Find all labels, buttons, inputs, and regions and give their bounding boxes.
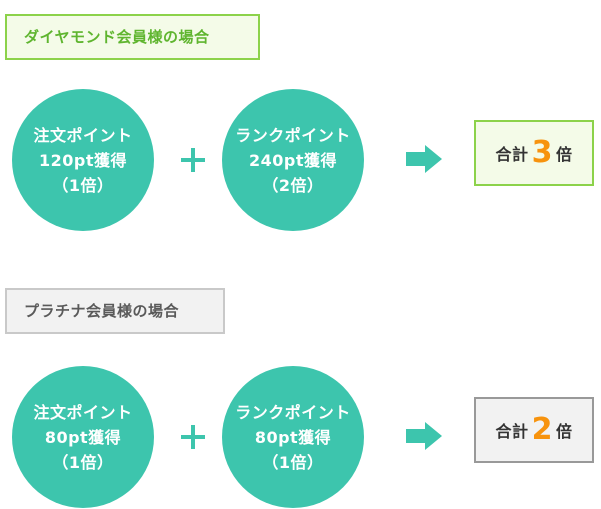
rank-point-multiplier: （1倍） xyxy=(262,452,324,472)
plus-icon xyxy=(181,148,205,172)
plus-icon xyxy=(181,425,205,449)
order-point-amount: 120pt獲得 xyxy=(38,150,127,170)
diamond-rank-point-circle: ランクポイント 240pt獲得 （2倍） xyxy=(222,89,364,231)
total-multiplier-number: 2 xyxy=(531,412,553,447)
platinum-total-result: 合計 2 倍 xyxy=(474,397,594,463)
order-point-multiplier: （1倍） xyxy=(52,452,114,472)
platinum-member-heading: プラチナ会員様の場合 xyxy=(5,288,225,334)
total-prefix: 合計 xyxy=(495,422,529,441)
rank-point-amount: 240pt獲得 xyxy=(248,150,337,170)
rank-point-amount: 80pt獲得 xyxy=(254,427,332,447)
rank-point-label: ランクポイント xyxy=(235,402,351,422)
diamond-total-result: 合計 3 倍 xyxy=(474,120,594,186)
diamond-order-point-circle: 注文ポイント 120pt獲得 （1倍） xyxy=(12,89,154,231)
order-point-multiplier: （1倍） xyxy=(52,175,114,195)
order-point-label: 注文ポイント xyxy=(33,125,133,145)
order-point-amount: 80pt獲得 xyxy=(44,427,122,447)
platinum-order-point-circle: 注文ポイント 80pt獲得 （1倍） xyxy=(12,366,154,508)
order-point-label: 注文ポイント xyxy=(33,402,133,422)
rank-point-multiplier: （2倍） xyxy=(262,175,324,195)
right-arrow-icon xyxy=(406,422,442,450)
right-arrow-icon xyxy=(406,145,442,173)
platinum-rank-point-circle: ランクポイント 80pt獲得 （1倍） xyxy=(222,366,364,508)
total-prefix: 合計 xyxy=(495,145,529,164)
total-suffix: 倍 xyxy=(555,422,573,441)
diamond-member-heading: ダイヤモンド会員様の場合 xyxy=(5,14,260,60)
total-multiplier-number: 3 xyxy=(531,135,553,170)
rank-point-label: ランクポイント xyxy=(235,125,351,145)
total-suffix: 倍 xyxy=(555,145,573,164)
